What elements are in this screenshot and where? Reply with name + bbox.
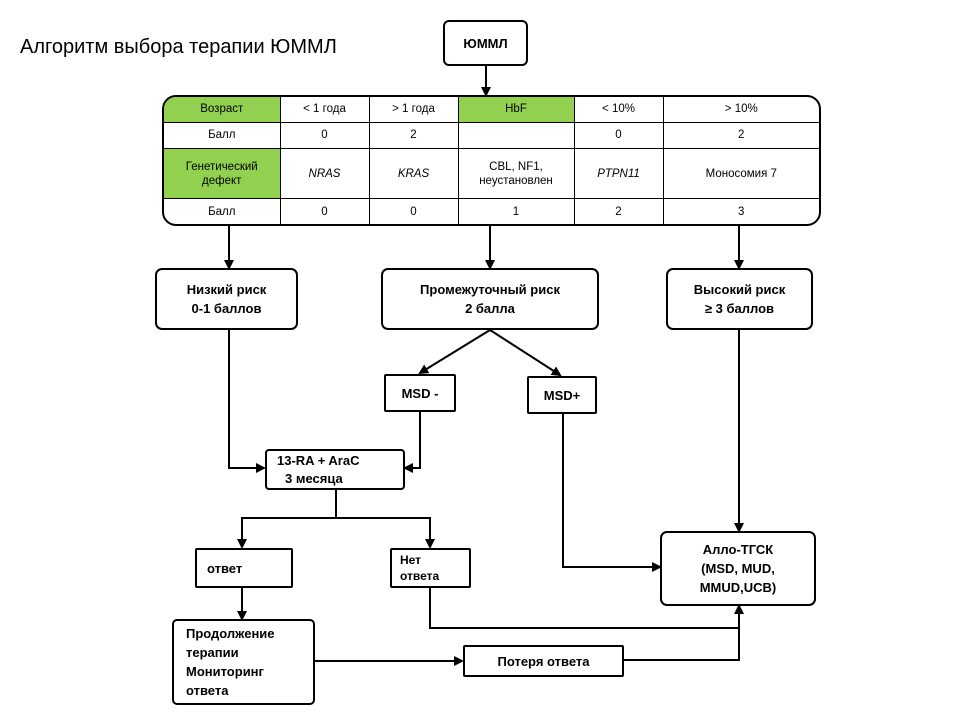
line-loss-to-allo bbox=[624, 628, 740, 661]
node-response: ответ bbox=[195, 548, 293, 588]
node-allo-hsct: Алло-ТГСК (MSD, MUD, MMUD,UCB) bbox=[660, 531, 816, 606]
table-row: Возраст < 1 года > 1 года HbF < 10% > 10… bbox=[164, 97, 819, 123]
node-continue-therapy: Продолжение терапии Мониторинг ответа bbox=[172, 619, 315, 705]
node-continue-therapy-line3: Мониторинг bbox=[186, 664, 264, 679]
arrow-msd-neg-to-ra bbox=[403, 411, 421, 473]
scoring-table: Возраст < 1 года > 1 года HbF < 10% > 10… bbox=[162, 95, 821, 226]
node-msd-negative: MSD - bbox=[384, 374, 456, 412]
node-allo-hsct-line3: MMUD,UCB) bbox=[699, 580, 777, 595]
node-high-risk-line1: Высокий риск bbox=[693, 282, 786, 297]
node-high-risk-line2: ≥ 3 баллов bbox=[704, 301, 775, 316]
node-msd-negative-label: MSD - bbox=[401, 385, 439, 401]
table-cell: 2 bbox=[368, 121, 459, 149]
node-continue-therapy-line2: терапии bbox=[186, 645, 239, 660]
node-yumml-label: ЮММЛ bbox=[463, 35, 508, 51]
node-no-response: Нет ответа bbox=[390, 548, 471, 588]
arrow-ra-to-no-response bbox=[336, 517, 435, 549]
node-low-risk-line2: 0-1 баллов bbox=[191, 301, 262, 316]
table-row: Балл 0 2 0 2 bbox=[164, 121, 819, 149]
table-cell: 2 bbox=[573, 198, 664, 224]
arrow-ra-to-response bbox=[237, 490, 337, 549]
table-cell: 1 bbox=[457, 198, 575, 224]
table-cell: > 10% bbox=[662, 97, 819, 123]
table-cell: Моносомия 7 bbox=[662, 147, 819, 200]
node-response-label: ответ bbox=[207, 560, 243, 576]
node-no-response-line2: ответа bbox=[400, 569, 440, 583]
table-row: Генетический дефект NRAS KRAS CBL, NF1, … bbox=[164, 147, 819, 200]
node-high-risk: Высокий риск ≥ 3 баллов bbox=[666, 268, 813, 330]
node-msd-positive-label: MSD+ bbox=[543, 387, 581, 403]
node-13ra-arac-line1: 13-RA + AraC bbox=[277, 452, 360, 468]
node-allo-hsct-line2: (MSD, MUD, bbox=[701, 561, 775, 576]
table-cell: Балл bbox=[164, 198, 281, 224]
table-cell bbox=[457, 121, 575, 149]
node-low-risk: Низкий риск 0-1 баллов bbox=[155, 268, 298, 330]
table-cell: PTPN11 bbox=[573, 147, 664, 200]
node-continue-therapy-line4: ответа bbox=[186, 683, 229, 698]
table-cell: 0 bbox=[368, 198, 459, 224]
node-low-risk-line1: Низкий риск bbox=[186, 282, 267, 297]
table-cell: Балл bbox=[164, 121, 281, 149]
table-cell: Возраст bbox=[164, 97, 281, 123]
table-cell: 3 bbox=[662, 198, 819, 224]
node-yumml: ЮММЛ bbox=[443, 20, 528, 66]
node-loss-of-response: Потеря ответа bbox=[463, 645, 624, 677]
table-cell: 2 bbox=[662, 121, 819, 149]
arrow-intermediate-to-msd-pos bbox=[489, 329, 562, 377]
arrow-msd-pos-to-allo bbox=[562, 413, 662, 572]
node-no-response-line1: Нет bbox=[400, 553, 422, 567]
node-allo-hsct-line1: Алло-ТГСК bbox=[702, 542, 774, 557]
node-continue-therapy-line1: Продолжение bbox=[186, 626, 275, 641]
table-cell: KRAS bbox=[368, 147, 459, 200]
table-cell: Генетический дефект bbox=[164, 147, 281, 200]
table-cell: < 10% bbox=[573, 97, 664, 123]
diagram-title: Алгоритм выбора терапии ЮММЛ bbox=[20, 36, 337, 58]
table-cell: HbF bbox=[457, 97, 575, 123]
table-cell: NRAS bbox=[279, 147, 370, 200]
arrow-low-risk-to-ra bbox=[228, 330, 266, 473]
node-intermediate-risk-line1: Промежуточный риск bbox=[420, 282, 560, 297]
node-msd-positive: MSD+ bbox=[527, 376, 597, 414]
arrow-intermediate-to-msd-neg bbox=[418, 329, 491, 375]
table-cell: 0 bbox=[279, 198, 370, 224]
table-cell: CBL, NF1, неустановлен bbox=[457, 147, 575, 200]
node-intermediate-risk: Промежуточный риск 2 балла bbox=[381, 268, 599, 330]
table-cell: < 1 года bbox=[279, 97, 370, 123]
node-13ra-arac-line2: 3 месяца bbox=[285, 470, 343, 486]
table-cell: > 1 года bbox=[368, 97, 459, 123]
node-loss-of-response-label: Потеря ответа bbox=[497, 653, 590, 669]
table-cell: 0 bbox=[279, 121, 370, 149]
table-row: Балл 0 0 1 2 3 bbox=[164, 198, 819, 224]
table-cell: 0 bbox=[573, 121, 664, 149]
arrow-no-response-to-allo bbox=[429, 587, 744, 629]
node-13ra-arac: 13-RA + AraC 3 месяца bbox=[265, 449, 405, 490]
node-intermediate-risk-line2: 2 балла bbox=[465, 301, 515, 316]
